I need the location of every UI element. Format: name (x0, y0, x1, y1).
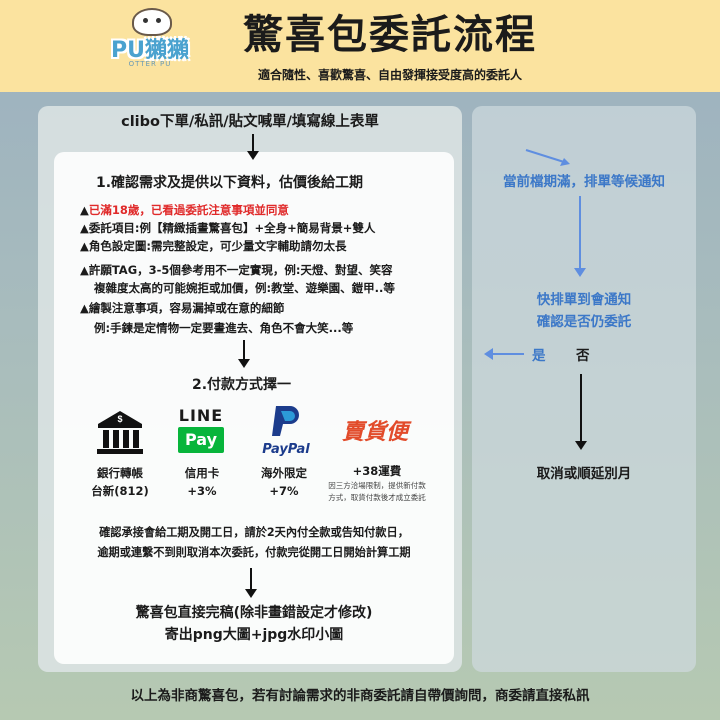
step2-title: 2.付款方式擇一 (192, 377, 292, 393)
down-arrow-icon (238, 340, 250, 368)
footer-note: 以上為非商驚喜包，若有討論需求的非商委託請自帶價詢問，商委請直接私訊 (130, 688, 590, 704)
payment-fee: +38運費 (352, 464, 402, 478)
step1-title: 1.確認需求及提供以下資料，估價後給工期 (96, 175, 364, 191)
line-logo-text: LINE (178, 406, 224, 425)
requirement-item: ▲角色設定圖:需完整設定，可少量文字輔助請勿太長 (80, 239, 347, 253)
payment-method: 信用卡 (184, 466, 220, 480)
yes-label: 是 (532, 348, 546, 364)
paypal-p-icon (272, 406, 299, 436)
requirement-text: 許願TAG，3-5個參考用不一定實現，例:天燈、對望、笑容 (88, 263, 393, 277)
svg-text:$: $ (117, 414, 122, 424)
payment-method: 海外限定 (261, 466, 307, 480)
left-arrow-icon (492, 353, 524, 355)
payment-note: 方式，取貨付款後才成立委託 (328, 493, 426, 502)
paypal-icon: PayPal (254, 402, 318, 457)
pay-logo-text: Pay (178, 427, 224, 453)
payment-fee: +3% (187, 484, 217, 498)
payment-credit-label: 信用卡 +3% (164, 464, 240, 500)
requirement-item: ▲許願TAG，3-5個參考用不一定實現，例:天燈、對望、笑容 (80, 263, 393, 277)
final-line: 寄出png大圖+jpg水印小圖 (164, 627, 344, 643)
page-subtitle: 適合隨性、喜歡驚喜、自由發揮接受度高的委託人 (257, 68, 522, 82)
payment-maihuo-label: +38運費 因三方洽場限制，提供新付款 方式，取貨付款後才成立委託 (322, 462, 432, 504)
no-label: 否 (576, 348, 590, 364)
payment-method: 銀行轉帳 (97, 466, 143, 480)
requirement-item: ▲委託項目:例【精緻插畫驚喜包】+全身+簡易背景+雙人 (80, 221, 376, 235)
payment-note: 因三方洽場限制，提供新付款 (328, 481, 426, 490)
left-arrowhead-icon (484, 348, 493, 360)
otter-logo: PU獺獺 OTTER PU (100, 8, 200, 86)
confirm-note: 確認承接會給工期及開工日，請於2天內付全款或告知付款日， (99, 526, 409, 539)
final-line: 驚喜包直接完稿(除非畫錯設定才修改) (135, 605, 373, 621)
requirement-text: 複雜度太高的可能婉拒或加價，例:教堂、遊樂園、鎧甲..等 (94, 281, 395, 295)
header-banner: PU獺獺 OTTER PU 驚喜包委託流程 適合隨性、喜歡驚喜、自由發揮接受度高… (0, 0, 720, 92)
steps-card (54, 152, 454, 664)
maihuobian-icon: 賣貨便 (341, 420, 408, 445)
page-title: 驚喜包委託流程 (243, 12, 537, 58)
requirement-text: 角色設定圖:需完整設定，可少量文字輔助請勿太長 (88, 239, 347, 253)
payment-fee: +7% (269, 484, 299, 498)
bank-icon: $ (97, 411, 143, 454)
line-pay-icon: LINE Pay (178, 406, 224, 453)
arrowhead-icon (574, 268, 586, 277)
requirement-text: 繪製注意事項，容易漏掉或在意的細節 (88, 301, 285, 315)
down-arrow-icon (575, 374, 587, 450)
requirement-item: ▲繪製注意事項，容易漏掉或在意的細節 (80, 301, 285, 315)
logo-text: PU獺獺 (111, 38, 189, 63)
queue-full-notice: 當前檔期滿，排單等候通知 (503, 174, 665, 190)
down-arrow-icon (247, 134, 259, 160)
payment-bank-label: 銀行轉帳 台新(812) (72, 464, 168, 500)
notify-line: 確認是否仍委託 (536, 314, 632, 330)
requirement-text: 委託項目:例【精緻插畫驚喜包】+全身+簡易背景+雙人 (88, 221, 376, 235)
requirement-text: 例:手鍊是定情物一定要畫進去、角色不會大笑...等 (94, 321, 354, 335)
paypal-logo-text: PayPal (262, 442, 310, 457)
notify-line: 快排單到會通知 (536, 292, 632, 308)
cancel-option: 取消或順延別月 (536, 466, 632, 482)
requirement-text: 已滿18歲，已看過委託注意事項並同意 (88, 203, 289, 217)
otter-face-icon (132, 8, 172, 36)
confirm-note: 逾期或連繫不到則取消本次委託，付款完從開工日開始計算工期 (97, 546, 411, 559)
side-arrow-icon (525, 149, 570, 166)
requirement-item: ▲已滿18歲，已看過委託注意事項並同意 (80, 203, 289, 217)
order-channels: clibo下單/私訊/貼文喊單/填寫線上表單 (121, 114, 379, 130)
payment-paypal-label: 海外限定 +7% (246, 464, 322, 500)
down-arrow-icon (245, 568, 257, 598)
payment-detail: 台新(812) (91, 484, 149, 498)
side-flow-panel (472, 106, 696, 672)
logo-subtext: OTTER PU (128, 60, 172, 68)
side-down-arrow-icon (579, 196, 581, 270)
